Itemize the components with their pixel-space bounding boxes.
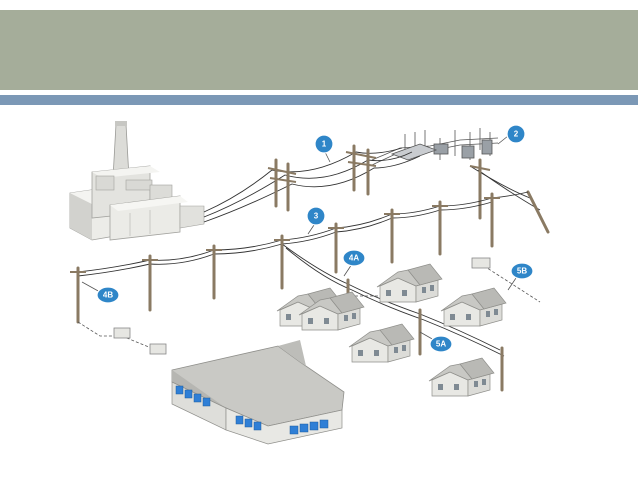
house-icon [428, 357, 495, 397]
badge-5a-label: 5A [436, 340, 446, 349]
badge-4a: 4A [342, 249, 366, 277]
transformer-icon [113, 257, 491, 355]
factory-building-icon [171, 340, 345, 445]
house-icon [348, 323, 415, 363]
badge-2: 2 [497, 124, 526, 145]
slide-title-band [0, 10, 638, 90]
transmission-line [203, 144, 550, 234]
power-plant-icon [69, 121, 205, 241]
house-icon [276, 287, 365, 331]
badge-3: 3 [306, 206, 326, 235]
badge-3-label: 3 [314, 212, 319, 221]
badge-5b-label: 5B [517, 267, 527, 276]
badge-5b: 5B [507, 262, 534, 291]
distribution-line [70, 191, 529, 392]
header-divider [0, 95, 638, 105]
badge-4a-label: 4A [349, 254, 359, 263]
badge-4b-label: 4B [103, 291, 113, 300]
badge-1: 1 [314, 134, 334, 163]
badge-1-label: 1 [322, 140, 327, 149]
badge-4b: 4B [81, 281, 120, 304]
badge-2-label: 2 [514, 130, 519, 139]
badge-5a: 5A [419, 331, 453, 353]
house-icon [440, 287, 507, 327]
header-divider-light [0, 90, 638, 93]
house-icon [376, 263, 443, 303]
